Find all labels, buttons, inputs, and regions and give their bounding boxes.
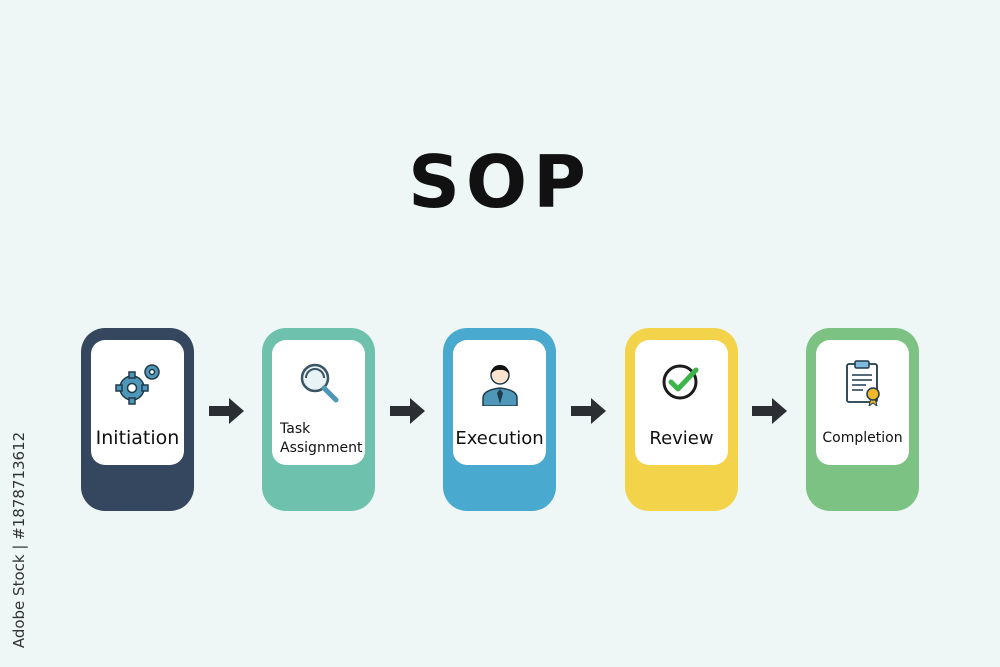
stock-watermark: Adobe Stock | #1878713612 — [4, 430, 34, 650]
checkmark-icon — [662, 364, 699, 400]
step-completion: Completion — [806, 328, 919, 511]
step-initiation: Initiation — [81, 328, 194, 511]
arrow-right-icon — [390, 398, 425, 424]
arrow-right-icon — [209, 398, 244, 424]
step-label: Initiation — [95, 427, 180, 449]
arrow-right-icon — [752, 398, 787, 424]
magnifier-icon — [300, 363, 339, 403]
person-icon — [482, 365, 518, 406]
step-card: Review — [635, 340, 728, 465]
gears-icon — [115, 364, 160, 405]
certificate-icon — [846, 360, 880, 406]
step-label: Task Assignment — [280, 420, 365, 458]
step-label-line1: Task — [280, 421, 311, 437]
watermark-text: Adobe Stock | #1878713612 — [10, 431, 28, 649]
step-label: Execution — [455, 428, 544, 449]
step-review: Review — [625, 328, 738, 511]
page-title: SOP — [408, 140, 592, 224]
step-label: Completion — [822, 430, 903, 446]
step-execution: Execution — [443, 328, 556, 511]
step-label: Review — [649, 428, 714, 449]
step-task-assignment: Task Assignment — [262, 328, 375, 511]
step-card: Initiation — [91, 340, 184, 465]
step-card: Execution — [453, 340, 546, 465]
step-card: Task Assignment — [272, 340, 365, 465]
step-card: Completion — [816, 340, 909, 465]
arrow-right-icon — [571, 398, 606, 424]
step-label-line2: Assignment — [280, 440, 363, 456]
